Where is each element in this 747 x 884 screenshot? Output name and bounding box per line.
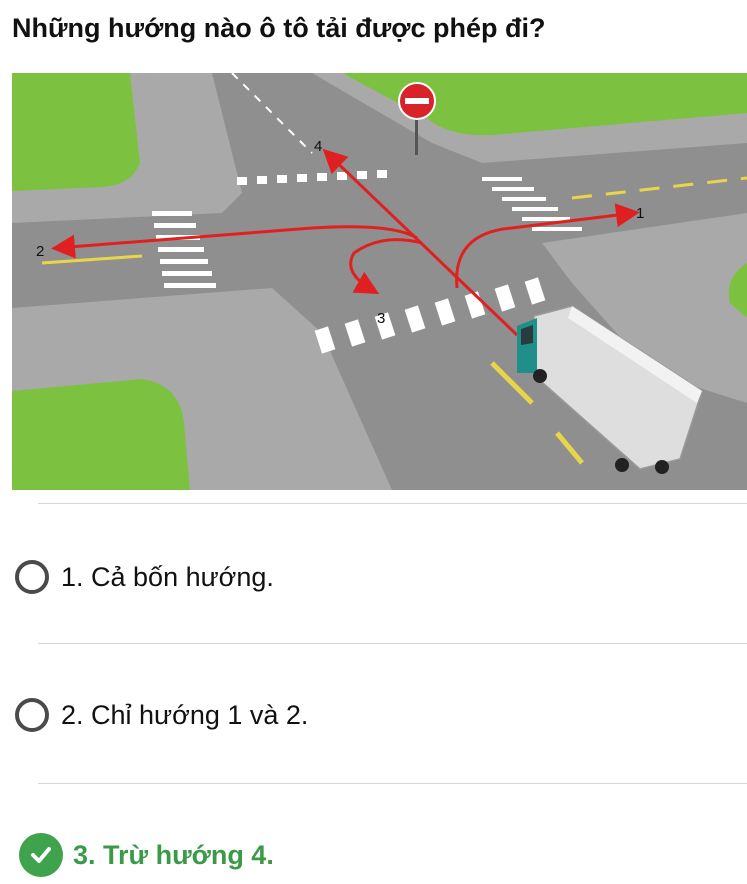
arrow-direction-2 xyxy=(51,225,418,259)
no-entry-sign xyxy=(398,82,436,155)
answer-option-3-label: 3. Trừ hướng 4. xyxy=(73,839,274,870)
grass-bottom-left xyxy=(12,379,190,490)
arrow-direction-4 xyxy=(322,148,519,337)
direction-arrows xyxy=(51,148,640,337)
direction-label-1: 1 xyxy=(636,205,644,222)
direction-label-3: 3 xyxy=(377,310,385,327)
yellow-line-bottom xyxy=(490,361,584,465)
lane-divider xyxy=(231,73,313,154)
answer-option-3[interactable]: 3. Trừ hướng 4. xyxy=(15,830,735,880)
sidewalk-right xyxy=(542,213,747,403)
yellow-line-left xyxy=(41,254,143,265)
answer-option-1-label: 1. Cả bốn hướng. xyxy=(61,561,274,592)
divider xyxy=(38,643,747,644)
grass-top-left xyxy=(12,73,140,191)
divider xyxy=(38,503,747,504)
radio-unselected-icon[interactable] xyxy=(15,560,49,594)
crosswalk-top xyxy=(237,170,387,185)
truck xyxy=(517,305,703,474)
answer-option-1[interactable]: 1. Cả bốn hướng. xyxy=(15,552,735,602)
answer-option-2-label: 2. Chỉ hướng 1 và 2. xyxy=(61,699,309,730)
arrow-direction-3 xyxy=(349,238,423,294)
divider xyxy=(38,783,747,784)
question-text: Những hướng nào ô tô tải được phép đi? xyxy=(12,13,546,43)
crosswalk-bottom xyxy=(314,277,546,354)
grass-top-right xyxy=(342,73,747,136)
grass-right xyxy=(728,263,747,318)
intersection-illustration: 1 2 3 4 xyxy=(12,73,747,490)
radio-unselected-icon[interactable] xyxy=(15,698,49,732)
direction-label-4: 4 xyxy=(314,138,322,155)
answer-option-2[interactable]: 2. Chỉ hướng 1 và 2. xyxy=(15,690,735,740)
direction-label-2: 2 xyxy=(36,243,44,260)
arrow-direction-1 xyxy=(455,203,640,289)
crosswalk-right xyxy=(482,177,582,231)
check-circle-icon[interactable] xyxy=(19,833,63,877)
yellow-line-right xyxy=(571,176,747,200)
